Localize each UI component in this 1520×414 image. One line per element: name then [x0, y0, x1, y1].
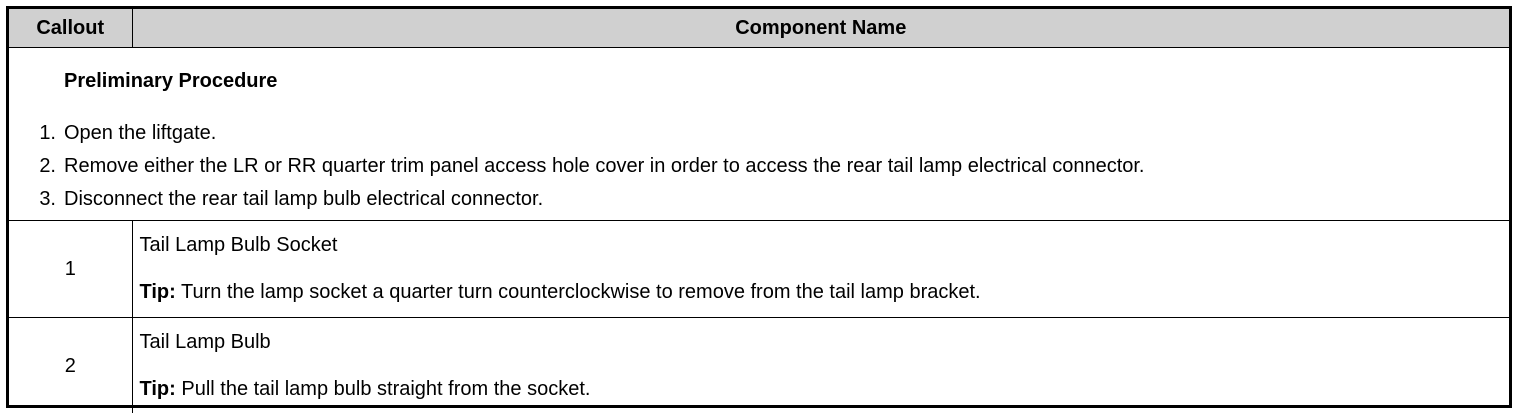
preliminary-steps-list: 1. Open the liftgate. 2. Remove either t…	[9, 121, 1509, 220]
callout-number: 1	[9, 220, 133, 318]
tip-label: Tip:	[139, 281, 176, 303]
tip-body: Turn the lamp socket a quarter turn coun…	[175, 281, 981, 303]
step-number: 3.	[39, 188, 56, 210]
tip-text: Tip: Turn the lamp socket a quarter turn…	[140, 280, 1510, 304]
procedure-table: Callout Component Name Preliminary Proce…	[9, 9, 1509, 413]
table-row: 1 Tail Lamp Bulb Socket Tip: Turn the la…	[9, 220, 1510, 318]
table-row: 2 Tail Lamp Bulb Tip: Pull the tail lamp…	[9, 317, 1509, 414]
step-text: Disconnect the rear tail lamp bulb elect…	[64, 188, 544, 210]
step-number: 1.	[39, 122, 56, 144]
tip-text: Tip: Pull the tail lamp bulb straight fr…	[140, 377, 1510, 401]
header-callout: Callout	[9, 9, 133, 48]
list-item: 1. Open the liftgate.	[9, 121, 1509, 154]
tip-body: Pull the tail lamp bulb straight from th…	[175, 378, 591, 400]
tip-label: Tip:	[139, 378, 176, 400]
callout-number: 2	[9, 317, 133, 413]
header-component-name: Component Name	[132, 9, 1509, 48]
preliminary-procedure-row: Preliminary Procedure 1. Open the liftga…	[9, 47, 1509, 221]
component-name: Tail Lamp Bulb	[139, 331, 271, 353]
procedure-table-frame: Callout Component Name Preliminary Proce…	[6, 6, 1512, 413]
step-text: Remove either the LR or RR quarter trim …	[64, 155, 1145, 177]
component-cell: Tail Lamp Bulb Socket Tip: Turn the lamp…	[132, 220, 1510, 318]
step-number: 2.	[39, 155, 56, 177]
preliminary-procedure-title: Preliminary Procedure	[64, 70, 278, 92]
component-name: Tail Lamp Bulb Socket	[139, 234, 338, 256]
step-text: Open the liftgate.	[64, 122, 217, 144]
list-item: 3. Disconnect the rear tail lamp bulb el…	[9, 187, 1509, 220]
preliminary-procedure-cell: Preliminary Procedure 1. Open the liftga…	[9, 47, 1509, 221]
list-item: 2. Remove either the LR or RR quarter tr…	[9, 154, 1509, 187]
component-cell: Tail Lamp Bulb Tip: Pull the tail lamp b…	[132, 318, 1509, 414]
table-header-row: Callout Component Name	[9, 9, 1509, 48]
